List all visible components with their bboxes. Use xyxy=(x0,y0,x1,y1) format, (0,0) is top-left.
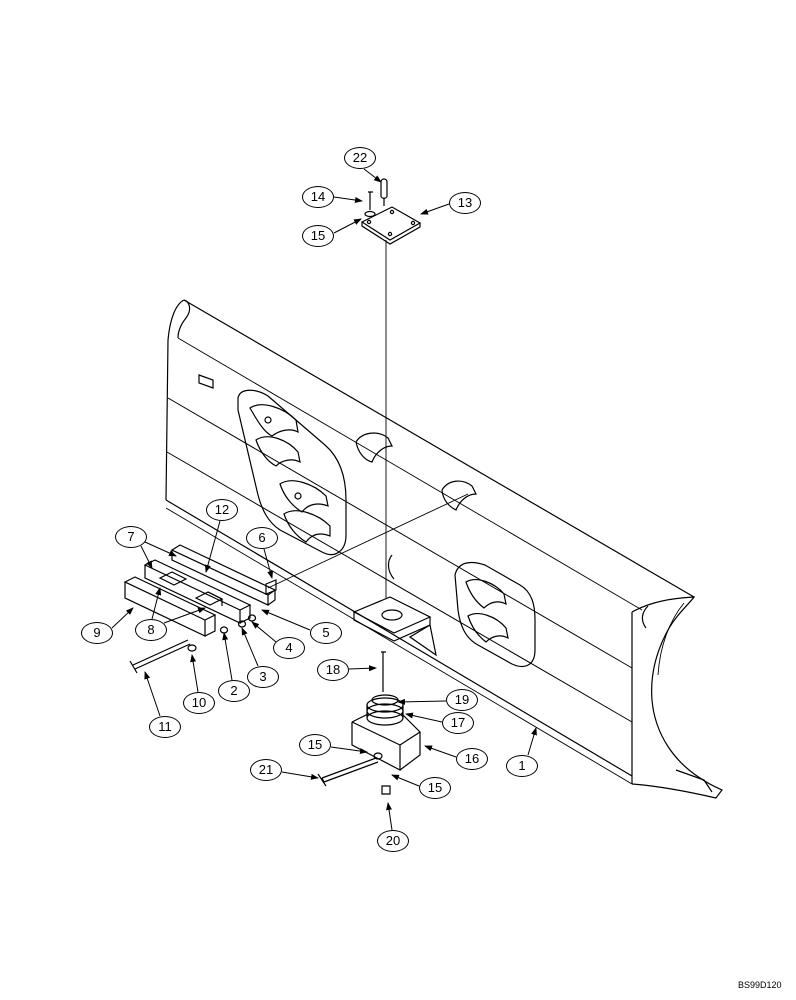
blade-end-wing xyxy=(631,596,723,799)
callout-5: 5 xyxy=(310,622,342,644)
callout-17: 17 xyxy=(442,712,474,734)
blade-lugs xyxy=(355,432,477,511)
callout-7: 7 xyxy=(115,526,147,548)
callout-1: 1 xyxy=(506,755,538,777)
callout-21: 21 xyxy=(250,759,282,781)
drawing-id: BS99D120 xyxy=(738,980,782,990)
callout-11: 11 xyxy=(149,716,181,738)
callout-16: 16 xyxy=(456,748,488,770)
callout-20: 20 xyxy=(377,830,409,852)
bottom-mount-assembly xyxy=(317,651,421,795)
callout-18: 18 xyxy=(317,659,349,681)
callout-12: 12 xyxy=(206,499,238,521)
blade-moldboard xyxy=(165,299,695,785)
mount-plate-left xyxy=(237,389,347,556)
mount-plate-right xyxy=(454,561,536,668)
reference-lines xyxy=(267,240,469,598)
callout-2: 2 xyxy=(218,680,250,702)
center-mount-plate xyxy=(352,596,437,657)
callout-22: 22 xyxy=(344,147,376,169)
leader-lines xyxy=(111,168,537,831)
callout-15-middle: 15 xyxy=(299,734,331,756)
callout-15-top: 15 xyxy=(302,225,334,247)
callout-9: 9 xyxy=(81,622,113,644)
callout-13: 13 xyxy=(449,192,481,214)
left-bar-assembly xyxy=(123,544,277,674)
callout-4: 4 xyxy=(273,637,305,659)
callout-10: 10 xyxy=(183,692,215,714)
callout-19: 19 xyxy=(446,689,478,711)
callout-8: 8 xyxy=(135,619,167,641)
callout-6: 6 xyxy=(246,527,278,549)
top-mount-assembly xyxy=(360,178,422,245)
callout-14: 14 xyxy=(302,186,334,208)
callout-3: 3 xyxy=(247,666,279,688)
callout-15-lower: 15 xyxy=(419,777,451,799)
